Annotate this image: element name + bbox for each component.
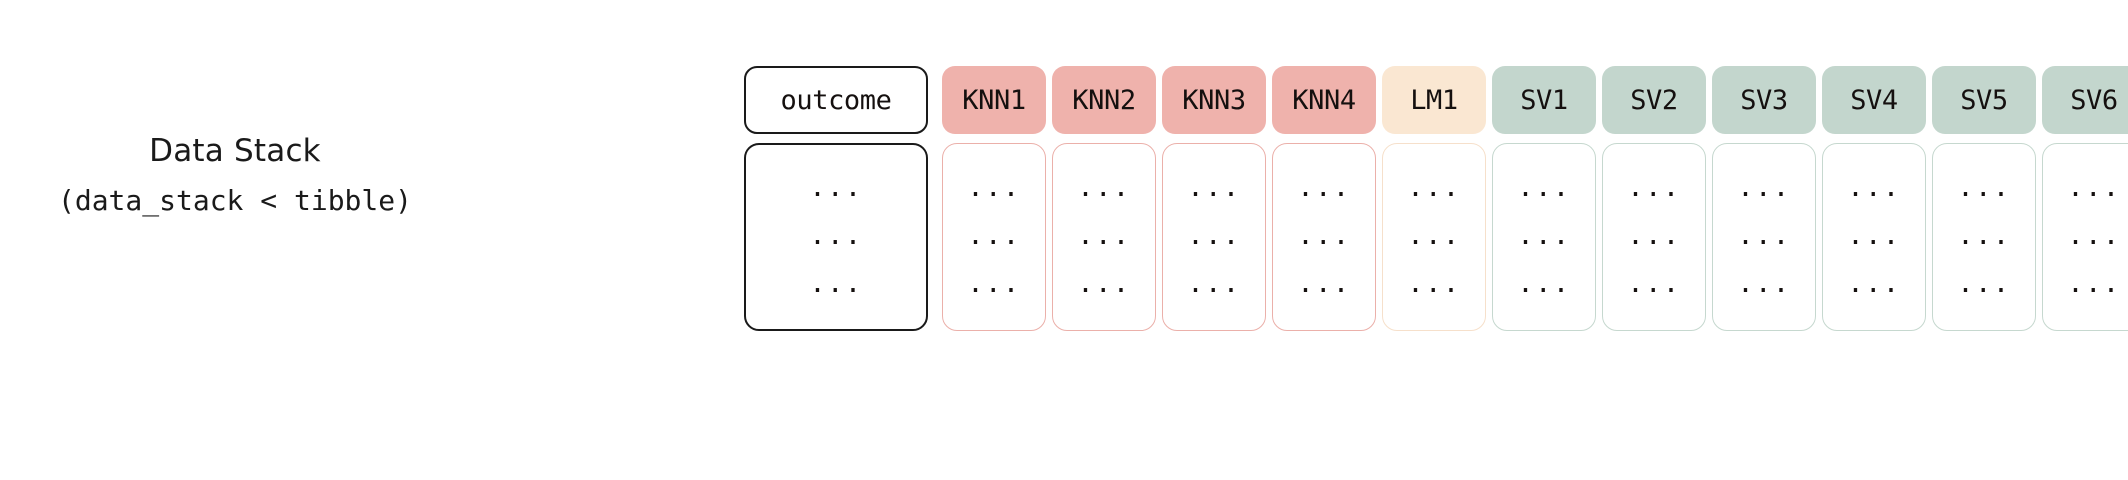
column-body-sv3: .........: [1712, 143, 1816, 331]
column-header-lm1[interactable]: LM1: [1382, 66, 1486, 134]
cell-placeholder: ...: [1407, 219, 1461, 251]
column-sv2: SV2.........: [1602, 66, 1706, 331]
cell-placeholder: ...: [1077, 219, 1131, 251]
column-header-sv3[interactable]: SV3: [1712, 66, 1816, 134]
cell-placeholder: ...: [1517, 171, 1571, 203]
cell-placeholder: ...: [1627, 267, 1681, 299]
column-body-sv1: .........: [1492, 143, 1596, 331]
column-header-sv1[interactable]: SV1: [1492, 66, 1596, 134]
cell-placeholder: ...: [967, 267, 1021, 299]
cell-placeholder: ...: [1077, 171, 1131, 203]
column-outcome: outcome.........: [744, 66, 928, 331]
cell-placeholder: ...: [1517, 267, 1571, 299]
cell-placeholder: ...: [1627, 171, 1681, 203]
cell-placeholder: ...: [1957, 267, 2011, 299]
column-body-sv5: .........: [1932, 143, 2036, 331]
cell-placeholder: ...: [1957, 219, 2011, 251]
column-knn2: KNN2.........: [1052, 66, 1156, 331]
column-header-knn4[interactable]: KNN4: [1272, 66, 1376, 134]
column-body-sv2: .........: [1602, 143, 1706, 331]
column-body-knn2: .........: [1052, 143, 1156, 331]
cell-placeholder: ...: [2067, 267, 2121, 299]
column-knn1: KNN1.........: [942, 66, 1046, 331]
cell-placeholder: ...: [809, 219, 863, 251]
cell-placeholder: ...: [1187, 171, 1241, 203]
column-sv3: SV3.........: [1712, 66, 1816, 331]
column-body-lm1: .........: [1382, 143, 1486, 331]
column-sv1: SV1.........: [1492, 66, 1596, 331]
column-lm1: LM1.........: [1382, 66, 1486, 331]
column-body-outcome: .........: [744, 143, 928, 331]
column-header-outcome[interactable]: outcome: [744, 66, 928, 134]
data-stack-title: Data Stack: [149, 133, 321, 169]
cell-placeholder: ...: [1297, 219, 1351, 251]
cell-placeholder: ...: [1187, 219, 1241, 251]
data-stack-table: outcome.........KNN1.........KNN2.......…: [744, 66, 2128, 331]
cell-placeholder: ...: [1737, 171, 1791, 203]
column-sv5: SV5.........: [1932, 66, 2036, 331]
cell-placeholder: ...: [1407, 267, 1461, 299]
cell-placeholder: ...: [1297, 171, 1351, 203]
column-body-sv4: .........: [1822, 143, 1926, 331]
cell-placeholder: ...: [1847, 219, 1901, 251]
column-body-knn3: .........: [1162, 143, 1266, 331]
column-header-knn2[interactable]: KNN2: [1052, 66, 1156, 134]
column-body-knn4: .........: [1272, 143, 1376, 331]
cell-placeholder: ...: [1627, 219, 1681, 251]
cell-placeholder: ...: [809, 171, 863, 203]
cell-placeholder: ...: [967, 171, 1021, 203]
column-header-sv2[interactable]: SV2: [1602, 66, 1706, 134]
cell-placeholder: ...: [809, 267, 863, 299]
cell-placeholder: ...: [967, 219, 1021, 251]
cell-placeholder: ...: [1407, 171, 1461, 203]
cell-placeholder: ...: [2067, 219, 2121, 251]
cell-placeholder: ...: [1737, 219, 1791, 251]
data-stack-subtitle: (data_stack < tibble): [57, 184, 412, 217]
cell-placeholder: ...: [1737, 267, 1791, 299]
column-header-sv5[interactable]: SV5: [1932, 66, 2036, 134]
cell-placeholder: ...: [1077, 267, 1131, 299]
column-body-sv6: .........: [2042, 143, 2128, 331]
column-header-sv4[interactable]: SV4: [1822, 66, 1926, 134]
column-header-sv6[interactable]: SV6: [2042, 66, 2128, 134]
column-knn3: KNN3.........: [1162, 66, 1266, 331]
column-sv6: SV6.........: [2042, 66, 2128, 331]
cell-placeholder: ...: [2067, 171, 2121, 203]
column-body-knn1: .........: [942, 143, 1046, 331]
cell-placeholder: ...: [1847, 267, 1901, 299]
column-knn4: KNN4.........: [1272, 66, 1376, 331]
cell-placeholder: ...: [1187, 267, 1241, 299]
cell-placeholder: ...: [1847, 171, 1901, 203]
cell-placeholder: ...: [1517, 219, 1571, 251]
cell-placeholder: ...: [1957, 171, 2011, 203]
column-sv4: SV4.........: [1822, 66, 1926, 331]
cell-placeholder: ...: [1297, 267, 1351, 299]
column-header-knn1[interactable]: KNN1: [942, 66, 1046, 134]
column-header-knn3[interactable]: KNN3: [1162, 66, 1266, 134]
data-stack-label: Data Stack (data_stack < tibble): [0, 128, 470, 224]
